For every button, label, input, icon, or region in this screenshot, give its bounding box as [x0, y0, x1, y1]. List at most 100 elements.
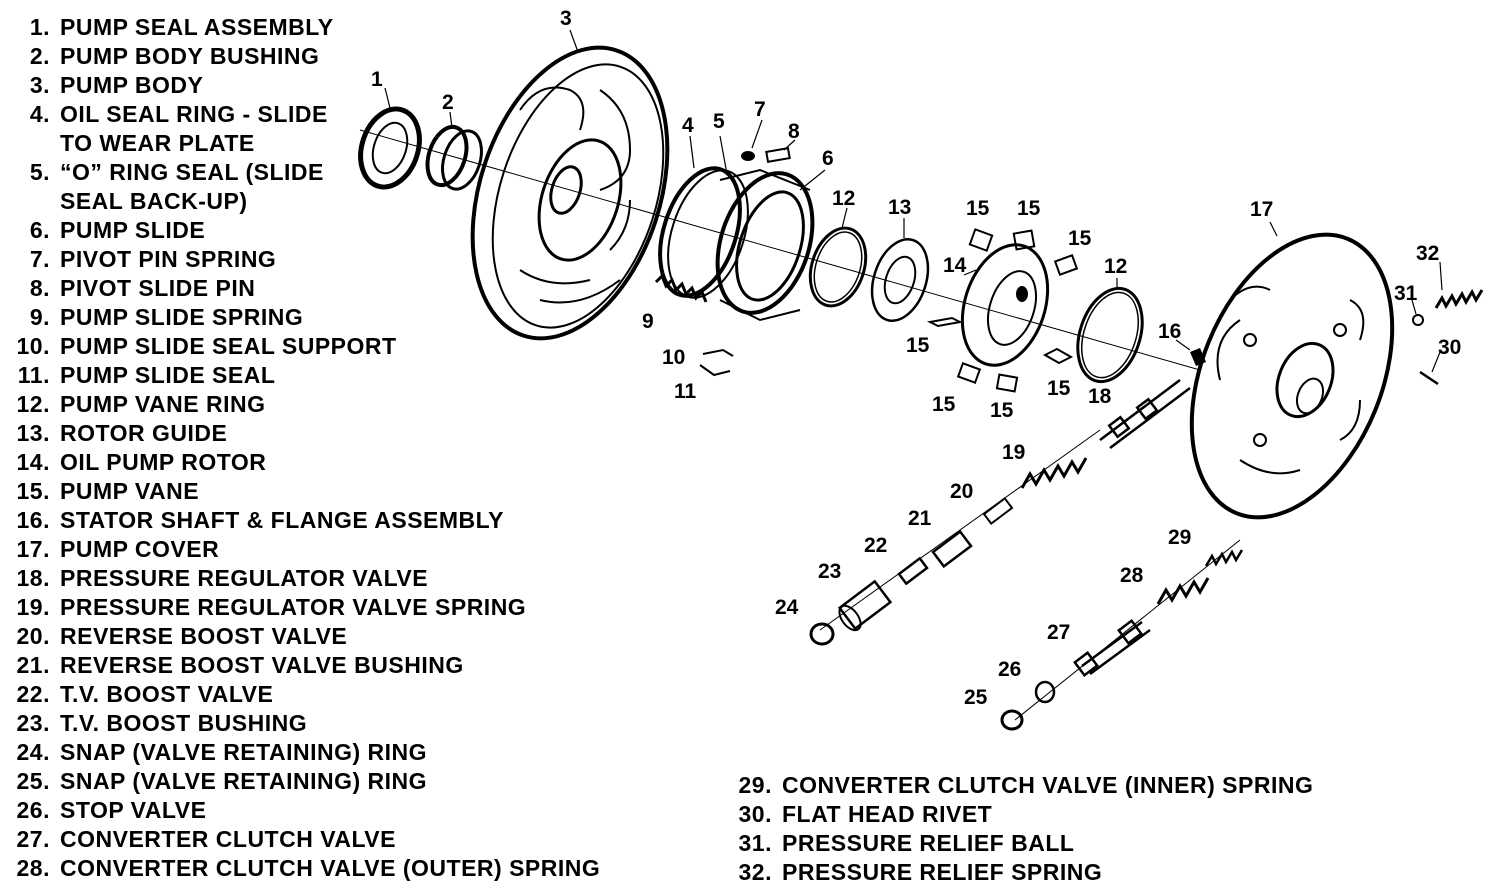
- legend-label: PUMP VANE: [60, 478, 200, 504]
- legend-label: T.V. BOOST VALVE: [60, 681, 274, 707]
- converter-clutch-inner-spring: [1204, 549, 1244, 567]
- legend-label: SNAP (VALVE RETAINING) RING: [60, 739, 428, 765]
- callout-17: 17: [1250, 198, 1273, 221]
- parts-legend-right: 29.CONVERTER CLUTCH VALVE (INNER) SPRING…: [716, 771, 1313, 887]
- pump-seal-assembly: [358, 106, 422, 190]
- callout-16: 16: [1158, 320, 1181, 343]
- legend-number: 27.: [16, 826, 50, 852]
- tv-boost-valve: [897, 556, 929, 586]
- callout-27: 27: [1047, 621, 1070, 644]
- callout-32: 32: [1416, 242, 1439, 265]
- flat-head-rivet: [1419, 370, 1439, 386]
- legend-number: 21.: [16, 652, 50, 678]
- legend-number: 16.: [16, 507, 50, 533]
- legend-label: REVERSE BOOST VALVE: [60, 623, 348, 649]
- callout-3: 3: [560, 7, 572, 30]
- legend-number: 3.: [29, 72, 50, 98]
- legend-number: 11.: [17, 362, 50, 388]
- legend-label: STOP VALVE: [60, 797, 207, 823]
- callout-12a: 12: [832, 187, 855, 210]
- callout-7: 7: [754, 98, 766, 121]
- assembly-centerlines: [359, 129, 1241, 721]
- legend-label: PUMP SLIDE SEAL: [60, 362, 276, 388]
- legend-entry: 22.T.V. BOOST VALVE: [0, 680, 600, 709]
- legend-number: 23.: [16, 710, 50, 736]
- converter-clutch-valve: [1073, 619, 1151, 677]
- callout-28: 28: [1120, 564, 1144, 587]
- callout-11: 11: [674, 380, 697, 403]
- pump-slide-spring: [654, 273, 708, 303]
- legend-entry: 21.REVERSE BOOST VALVE BUSHING: [0, 651, 600, 680]
- legend-entry: 14.OIL PUMP ROTOR: [0, 448, 600, 477]
- legend-number: 4.: [29, 101, 50, 127]
- legend-label: SEAL BACK-UP): [60, 188, 248, 214]
- legend-label: PUMP VANE RING: [60, 391, 266, 417]
- stop-valve: [1034, 680, 1056, 704]
- legend-entry: 31.PRESSURE RELIEF BALL: [716, 829, 1313, 858]
- legend-label: T.V. BOOST BUSHING: [60, 710, 308, 736]
- callout-31: 31: [1394, 282, 1418, 305]
- legend-entry: 13.ROTOR GUIDE: [0, 419, 600, 448]
- legend-number: 31.: [738, 830, 772, 856]
- callout-18: 18: [1088, 385, 1112, 408]
- legend-label: SNAP (VALVE RETAINING) RING: [60, 768, 428, 794]
- legend-label: PUMP BODY BUSHING: [60, 43, 320, 69]
- callout-15d: 15: [906, 334, 930, 357]
- legend-number: 8.: [29, 275, 50, 301]
- pivot-pin-spring: [741, 151, 755, 161]
- callout-15a: 15: [966, 197, 990, 220]
- legend-number: 29.: [738, 772, 772, 798]
- legend-label: PUMP COVER: [60, 536, 220, 562]
- callout-9: 9: [642, 310, 654, 333]
- pump-body: [470, 45, 670, 341]
- legend-label: TO WEAR PLATE: [60, 130, 255, 156]
- legend-label: PUMP SLIDE SPRING: [60, 304, 304, 330]
- callout-14: 14: [943, 254, 967, 277]
- legend-number: 13.: [16, 420, 50, 446]
- legend-entry: 7.PIVOT PIN SPRING: [0, 245, 600, 274]
- callout-25: 25: [964, 686, 988, 709]
- legend-label: PUMP SEAL ASSEMBLY: [60, 14, 334, 40]
- legend-entry: 17. PUMP COVER: [0, 535, 600, 564]
- legend-label: PRESSURE RELIEF SPRING: [782, 859, 1103, 885]
- legend-label: FLAT HEAD RIVET: [782, 801, 993, 827]
- legend-entry: 10.PUMP SLIDE SEAL SUPPORT: [0, 332, 600, 361]
- pressure-relief-ball: [1412, 314, 1424, 326]
- legend-number: 5.: [29, 159, 50, 185]
- legend-number: 28.: [16, 855, 50, 881]
- legend-label: “O” RING SEAL (SLIDE: [60, 159, 324, 185]
- legend-entry: 30.FLAT HEAD RIVET: [716, 800, 1313, 829]
- reverse-boost-valve: [982, 496, 1014, 526]
- legend-entry: 16. STATOR SHAFT & FLANGE ASSEMBLY: [0, 506, 600, 535]
- converter-clutch-outer-spring: [1156, 577, 1210, 605]
- callout-20: 20: [950, 480, 973, 503]
- legend-label: PUMP SLIDE: [60, 217, 206, 243]
- callout-19: 19: [1002, 441, 1025, 464]
- pump-vane-ring: [808, 226, 868, 308]
- legend-entry: TO WEAR PLATE: [0, 129, 600, 158]
- pressure-regulator-valve: [1099, 379, 1191, 449]
- legend-label: PRESSURE REGULATOR VALVE: [60, 565, 429, 591]
- callout-15e: 15: [1047, 377, 1071, 400]
- legend-entry: 8. PIVOT SLIDE PIN: [0, 274, 600, 303]
- legend-label: STATOR SHAFT & FLANGE ASSEMBLY: [60, 507, 504, 533]
- legend-number: 1.: [29, 14, 50, 40]
- oil-pump-rotor: [960, 243, 1050, 367]
- legend-entry: 19.PRESSURE REGULATOR VALVE SPRING: [0, 593, 600, 622]
- legend-number: 17.: [16, 536, 50, 562]
- legend-entry: SEAL BACK-UP): [0, 187, 600, 216]
- legend-number: 7.: [29, 246, 50, 272]
- legend-entry: 32.PRESSURE RELIEF SPRING: [716, 858, 1313, 887]
- callout-23: 23: [818, 560, 841, 583]
- legend-label: PIVOT SLIDE PIN: [60, 275, 256, 301]
- legend-label: OIL PUMP ROTOR: [60, 449, 267, 475]
- callout-5: 5: [713, 110, 725, 133]
- tv-boost-bushing: [837, 579, 893, 632]
- legend-label: PUMP BODY: [60, 72, 204, 98]
- pump-cover: [1189, 232, 1395, 520]
- callout-leader-lines: [384, 29, 1443, 373]
- legend-label: OIL SEAL RING - SLIDE: [60, 101, 328, 127]
- oil-seal-ring: [658, 166, 749, 299]
- reverse-boost-valve-bushing: [931, 529, 973, 569]
